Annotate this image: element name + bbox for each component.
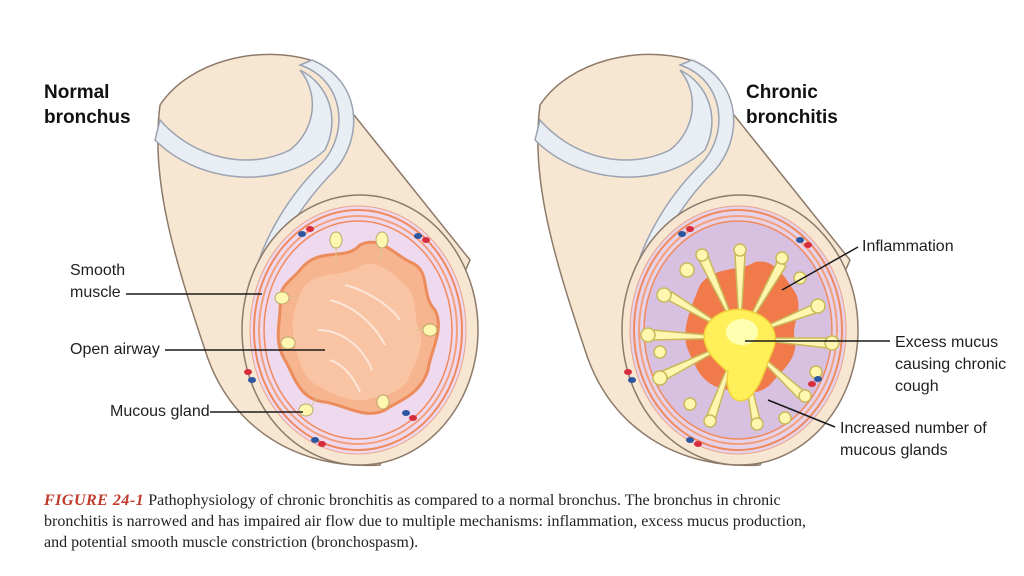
leader-inflammation [781, 246, 859, 291]
caption-text-line1: Pathophysiology of chronic bronchitis as… [148, 492, 781, 509]
chronic-title-line1: Chronic [746, 82, 818, 103]
chronic-bronchitis-illustration [534, 53, 890, 467]
smooth-muscle-ring [253, 209, 463, 451]
normal-title-line2: bronchus [44, 107, 131, 128]
label-excess-mucus-line2: causing chronic [895, 356, 1007, 373]
caption-line3: and potential smooth muscle constriction… [44, 534, 419, 551]
normal-bronchus-title: Normal bronchus [44, 80, 131, 130]
leader-mucous-glands [767, 399, 836, 428]
chronic-bronchus-band [534, 69, 713, 178]
label-increased-glands-line1: Increased number of [840, 420, 987, 437]
mucous-glands-normal [274, 231, 438, 417]
label-excess-mucus-line3: cough [895, 378, 939, 395]
chronic-title-line2: bronchitis [746, 107, 838, 128]
caption-line1: FIGURE 24-1 Pathophysiology of chronic b… [44, 490, 944, 511]
blood-vessels-normal [244, 226, 430, 447]
label-mucous-gland: Mucous gland [110, 403, 210, 420]
figure-label: FIGURE 24-1 [44, 492, 145, 509]
label-open-airway: Open airway [70, 341, 160, 358]
chronic-bronchitis-title: Chronic bronchitis [746, 80, 838, 130]
normal-title-line1: Normal [44, 82, 110, 103]
normal-bronchus-band [154, 69, 333, 178]
label-excess-mucus: Excess mucus causing chronic cough [895, 332, 1006, 398]
figure-caption: FIGURE 24-1 Pathophysiology of chronic b… [44, 490, 944, 553]
blood-vessels-chronic [624, 226, 822, 447]
label-inflammation: Inflammation [862, 238, 954, 255]
label-excess-mucus-line1: Excess mucus [895, 334, 999, 351]
caption-line2: bronchitis is narrowed and has impaired … [44, 513, 807, 530]
normal-bronchus-illustration [126, 53, 479, 467]
label-increased-glands: Increased number of mucous glands [840, 418, 987, 462]
label-increased-glands-line2: mucous glands [840, 442, 948, 459]
label-smooth-muscle-line1: Smooth [70, 262, 126, 279]
label-smooth-muscle: Smooth muscle [70, 260, 125, 304]
label-smooth-muscle-line2: muscle [70, 284, 121, 301]
